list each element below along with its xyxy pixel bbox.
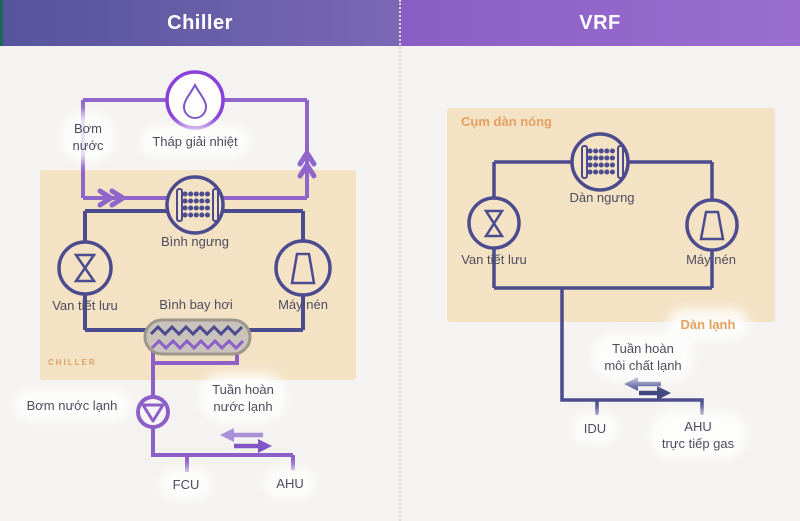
trapezoid-compressor-icon bbox=[699, 210, 725, 241]
vrf-compressor-symbol bbox=[685, 198, 739, 252]
expansion-valve-label: Van tiết lưu bbox=[52, 298, 118, 313]
ahu-label: AHU bbox=[271, 475, 309, 492]
cooling-tower-symbol bbox=[165, 70, 225, 130]
condenser-symbol bbox=[165, 175, 225, 235]
chilled-water-loop bbox=[151, 352, 295, 472]
evaporator-water-coil-icon bbox=[150, 338, 245, 351]
chilled-water-direction-arrows bbox=[220, 428, 272, 453]
refrigerant-circulation-label: Tuần hoàn môi chất lạnh bbox=[599, 340, 687, 374]
idu-label: IDU bbox=[578, 420, 612, 437]
indoor-unit-box-label: Dàn lạnh bbox=[675, 316, 741, 333]
arrow-left-icon bbox=[220, 428, 234, 442]
chilled-water-pump-symbol bbox=[136, 395, 170, 429]
condenser-label: Bình ngưng bbox=[161, 234, 229, 249]
vrf-direction-arrows bbox=[624, 377, 671, 400]
vrf-condenser-label: Dàn ngưng bbox=[569, 190, 635, 205]
vrf-compressor-label: Máy nén bbox=[686, 252, 736, 267]
fcu-label: FCU bbox=[167, 476, 205, 493]
coil-icon bbox=[581, 145, 624, 179]
vrf-title: VRF bbox=[579, 11, 621, 34]
evaporator-label: Bình bay hơi bbox=[159, 297, 233, 312]
arrow-left-icon bbox=[624, 377, 638, 391]
teal-edge-strip bbox=[0, 0, 3, 46]
chilled-water-circulation-label: Tuần hoàn nước lạnh bbox=[207, 381, 279, 415]
compressor-symbol bbox=[274, 239, 332, 297]
expansion-valve-symbol bbox=[57, 240, 113, 296]
water-pump-label: Bơm nước bbox=[67, 120, 109, 154]
vrf-expansion-valve-label: Van tiết lưu bbox=[461, 252, 527, 267]
hourglass-valve-icon bbox=[73, 253, 97, 283]
evaporator-vessel bbox=[143, 318, 252, 356]
panel-divider bbox=[399, 0, 401, 521]
vrf-condenser-symbol bbox=[570, 132, 630, 192]
cooling-tower-label: Tháp giải nhiệt bbox=[147, 133, 243, 150]
outdoor-unit-box-label: Cụm dàn nóng bbox=[461, 114, 552, 129]
arrow-right-icon bbox=[657, 386, 671, 400]
chiller-unit-box bbox=[40, 170, 356, 380]
vrf-header: VRF bbox=[400, 0, 800, 46]
evaporator-refrigerant-coil-icon bbox=[149, 324, 244, 337]
vrf-ahu-label: AHU trực tiếp gas bbox=[656, 418, 740, 452]
hourglass-valve-icon bbox=[483, 209, 505, 238]
arrow-right-icon bbox=[258, 439, 272, 453]
chiller-title: Chiller bbox=[167, 11, 233, 34]
water-droplet-icon bbox=[182, 82, 208, 119]
trapezoid-compressor-icon bbox=[290, 252, 316, 285]
chiller-brand-tag: CHILLER bbox=[48, 358, 97, 367]
pump-triangle-icon bbox=[141, 403, 165, 423]
vrf-expansion-valve-symbol bbox=[467, 196, 521, 250]
chilled-water-pump-label: Bơm nước lạnh bbox=[21, 397, 123, 414]
chiller-header: Chiller bbox=[0, 0, 400, 46]
coil-icon bbox=[176, 188, 219, 222]
flow-arrow-up-icon bbox=[297, 150, 317, 179]
compressor-label: Máy nén bbox=[278, 297, 328, 312]
flow-arrow-right-icon bbox=[97, 188, 126, 208]
